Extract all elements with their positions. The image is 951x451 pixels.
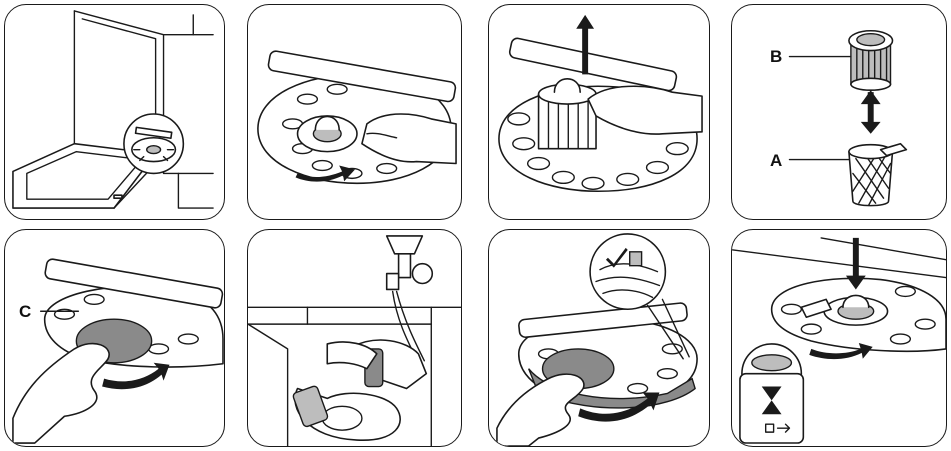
panel-step-6 <box>247 229 462 447</box>
rinse-filters-illustration <box>248 230 461 446</box>
filter-unlock-illustration <box>248 5 461 219</box>
label-a: A <box>770 151 782 171</box>
tap-handle <box>387 236 423 254</box>
double-arrow-icon <box>861 90 881 104</box>
panel-step-7 <box>488 229 710 447</box>
flat-filter-remove-illustration <box>5 230 224 446</box>
panel-step-5: C <box>4 229 225 447</box>
flat-filter-insert-illustration <box>489 230 709 446</box>
panel-step-3 <box>488 4 710 220</box>
filter-lock-illustration <box>732 230 946 446</box>
label-c: C <box>19 302 31 322</box>
filter-remove-illustration <box>489 5 709 219</box>
panel-step-1 <box>4 4 225 220</box>
label-b: B <box>770 47 782 67</box>
panel-step-4: B A <box>731 4 947 220</box>
panel-step-2 <box>247 4 462 220</box>
detail-circle <box>590 234 665 309</box>
dishwasher-open-illustration <box>5 5 224 219</box>
panel-step-8 <box>731 229 947 447</box>
filter-parts-illustration <box>732 5 946 219</box>
